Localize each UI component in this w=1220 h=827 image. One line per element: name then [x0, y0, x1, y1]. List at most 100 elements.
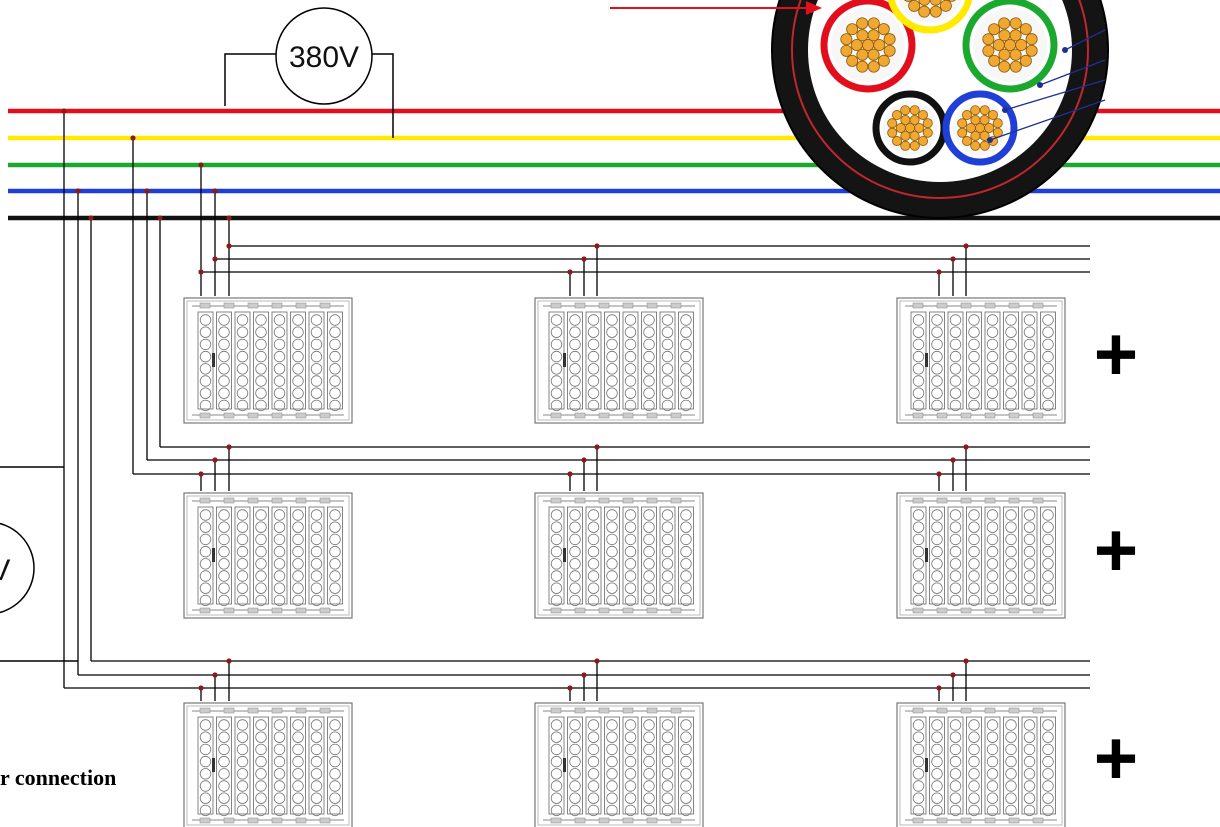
- fixture-inner-frame: [537, 495, 701, 616]
- cable-core-l3: [962, 0, 1058, 93]
- led-lens: [986, 768, 999, 780]
- led-lens: [273, 719, 286, 731]
- led-lens: [329, 314, 341, 326]
- led-lens: [661, 743, 674, 756]
- led-lens: [986, 509, 999, 521]
- branch-tap-dot: [963, 444, 969, 450]
- led-lens: [1042, 399, 1054, 412]
- led-lens: [661, 768, 674, 780]
- fixture-clip: [574, 497, 586, 504]
- led-lens: [587, 558, 600, 570]
- fixture-clip: [646, 607, 658, 614]
- fixture-clip: [598, 707, 610, 714]
- cable-leader-dot: [1062, 47, 1068, 53]
- led-lens: [273, 558, 286, 570]
- fixture-clip: [598, 302, 610, 309]
- led-lens: [329, 804, 341, 817]
- led-lens: [1005, 533, 1017, 546]
- fixture-clip: [670, 607, 682, 614]
- led-lens: [643, 533, 655, 546]
- led-lens: [255, 582, 267, 594]
- led-lens: [255, 755, 267, 768]
- led-lens: [310, 719, 323, 731]
- led-lens: [680, 387, 692, 399]
- led-lens: [949, 570, 962, 582]
- fixture-inner-frame: [186, 705, 350, 826]
- branch-tap-dot: [212, 256, 218, 262]
- led-floodlight-r1c2: [534, 297, 704, 424]
- fixture-clip: [247, 302, 259, 309]
- led-lens: [680, 768, 692, 780]
- voltage-meter-left: 0V: [0, 466, 78, 662]
- fixture-clip: [1032, 607, 1044, 614]
- led-lens: [569, 755, 581, 768]
- led-lens: [292, 594, 304, 607]
- conductor-strand: [1019, 23, 1032, 36]
- led-lens: [661, 545, 674, 558]
- led-floodlight-r2c1: [183, 492, 353, 619]
- fixture-inner-frame: [537, 300, 701, 421]
- led-lens: [218, 582, 230, 594]
- led-lens: [912, 350, 925, 363]
- led-lens: [1023, 594, 1036, 607]
- led-floodlight-r3c1: [183, 702, 353, 827]
- led-lens: [606, 375, 618, 387]
- led-floodlight-r1c1: [183, 297, 353, 424]
- led-lens: [643, 387, 655, 399]
- led-lens: [1005, 743, 1017, 756]
- led-lens: [661, 338, 674, 351]
- led-lens: [912, 558, 925, 570]
- conductor-strand: [988, 23, 1001, 36]
- led-lens: [606, 755, 618, 768]
- branch-tap-dot: [226, 444, 232, 450]
- led-lens: [273, 350, 286, 363]
- led-lens: [661, 350, 674, 363]
- fixture-clip: [936, 607, 948, 614]
- conductor-strand: [856, 17, 869, 30]
- led-lens: [643, 570, 655, 582]
- conductor-strand: [909, 130, 920, 141]
- fixture-clip: [295, 817, 307, 824]
- led-lens: [968, 768, 980, 780]
- led-lens: [606, 731, 618, 743]
- fixture-clip: [271, 707, 283, 714]
- led-lens: [661, 509, 674, 521]
- led-lens: [292, 792, 304, 804]
- led-lens: [606, 558, 618, 570]
- conductor-strand: [970, 115, 981, 126]
- fixture-inner-frame: [186, 495, 350, 616]
- conductor-strand: [982, 44, 995, 57]
- conductor-strand: [873, 39, 886, 52]
- led-lens: [310, 780, 323, 792]
- led-lens: [329, 558, 341, 570]
- fixture-clip: [199, 817, 211, 824]
- conductor-strand: [887, 118, 898, 129]
- led-lens: [1042, 545, 1054, 558]
- led-lens: [1005, 326, 1017, 338]
- led-lens: [968, 719, 980, 731]
- cable-core-pe: [872, 90, 948, 166]
- led-lens: [680, 731, 692, 743]
- led-lens: [606, 594, 618, 607]
- led-lens: [310, 545, 323, 558]
- fixture-clip: [550, 607, 562, 614]
- led-lens: [624, 594, 637, 607]
- plus-sign-row-3: +: [1094, 716, 1138, 801]
- led-lens: [1023, 755, 1036, 768]
- fixture-clip: [912, 302, 924, 309]
- led-lens: [199, 582, 212, 594]
- led-lens: [949, 363, 962, 375]
- fixture-clip: [670, 302, 682, 309]
- led-lens: [680, 545, 692, 558]
- led-lens: [931, 582, 943, 594]
- fixture-clip: [550, 497, 562, 504]
- led-lens: [236, 755, 249, 768]
- fixture-inner-frame: [899, 495, 1063, 616]
- fixture-clip: [1032, 497, 1044, 504]
- led-lens: [949, 719, 962, 731]
- led-lens: [199, 594, 212, 607]
- led-lens: [680, 719, 692, 731]
- led-lens: [986, 731, 999, 743]
- fixture-clip: [319, 707, 331, 714]
- led-lens: [273, 338, 286, 351]
